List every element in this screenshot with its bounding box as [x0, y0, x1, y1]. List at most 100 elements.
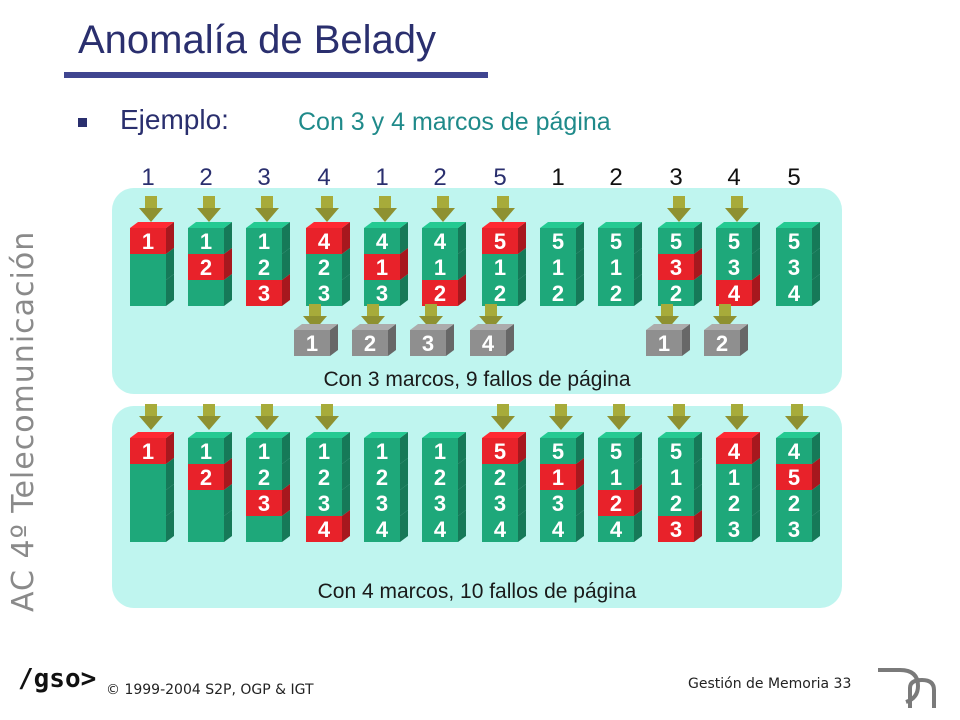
frame-value: 2: [434, 465, 446, 490]
s3-frame: 1: [540, 248, 584, 280]
frame-value: 1: [434, 255, 446, 280]
s3-frame: 4: [776, 274, 820, 306]
s4-frame: [188, 484, 232, 516]
s4-frame: 1: [306, 432, 350, 464]
frame-value: 3: [494, 491, 506, 516]
frame-value: 2: [364, 331, 376, 356]
s3-evicted-page: 3: [410, 324, 454, 356]
frame-value: 2: [376, 465, 388, 490]
s4-frame: 2: [482, 458, 526, 490]
s4-frame: 4: [716, 432, 760, 464]
s3-frame: 3: [716, 248, 760, 280]
s4-frame: 2: [598, 484, 642, 516]
s4-frame: 1: [716, 458, 760, 490]
frame-value: 5: [494, 229, 506, 254]
arrow-down-icon: [725, 196, 749, 222]
frame-value: 5: [494, 439, 506, 464]
frame-value: 3: [258, 281, 270, 306]
s4-frame: [246, 510, 290, 542]
frame-value: 1: [258, 439, 270, 464]
s4-frame: 1: [422, 432, 466, 464]
frame-value: 1: [200, 229, 212, 254]
s4-frame: 4: [776, 432, 820, 464]
frame-value: 2: [728, 491, 740, 516]
s3-frame: [130, 248, 174, 280]
frame-value: 4: [610, 517, 623, 542]
frame-value: 3: [670, 255, 682, 280]
frame-value: 4: [788, 281, 801, 306]
s4-frame: 5: [598, 432, 642, 464]
s4-frame: 4: [598, 510, 642, 542]
s3-frame: 4: [716, 274, 760, 306]
frame-value: 2: [610, 281, 622, 306]
s4-frame: 1: [598, 458, 642, 490]
s4-frame: 2: [422, 458, 466, 490]
caption-4-frames: Con 4 marcos, 10 fallos de página: [317, 580, 637, 603]
reference-item: 1: [375, 164, 389, 191]
s3-frame: 3: [364, 274, 408, 306]
frame-value: 2: [434, 281, 446, 306]
arrow-down-icon: [255, 196, 279, 222]
frame-value: 2: [788, 491, 800, 516]
s4-frame: 2: [306, 458, 350, 490]
frame-value: 5: [670, 229, 682, 254]
arrow-down-icon: [491, 196, 515, 222]
frame-value: 4: [376, 229, 389, 254]
reference-item: 5: [493, 164, 507, 191]
s3-frame: [130, 274, 174, 306]
frame-value: 4: [494, 517, 507, 542]
s4-frame: 4: [482, 510, 526, 542]
s4-frame: 1: [364, 432, 408, 464]
s4-frame: 2: [776, 484, 820, 516]
frame-value: 5: [670, 439, 682, 464]
subtitle-label: Ejemplo:: [120, 104, 229, 135]
s3-frame: 1: [598, 248, 642, 280]
frame-value: 4: [376, 517, 389, 542]
s3-frame: 3: [306, 274, 350, 306]
s4-frame: 3: [422, 484, 466, 516]
frame-value: 2: [258, 465, 270, 490]
s4-frame: 5: [540, 432, 584, 464]
frame-value: 2: [552, 281, 564, 306]
frame-value: 5: [610, 439, 622, 464]
arrow-down-icon: [479, 304, 503, 330]
frame-value: 3: [728, 255, 740, 280]
s4-frame: 1: [246, 432, 290, 464]
slide-title: Anomalía de Belady: [78, 18, 437, 62]
arrow-down-icon: [549, 404, 573, 430]
frame-value: 3: [376, 281, 388, 306]
s3-evicted-page: 1: [646, 324, 690, 356]
frame-value: 4: [788, 439, 801, 464]
s3-frame: 2: [306, 248, 350, 280]
s3-frame: 2: [540, 274, 584, 306]
frame-value: 4: [434, 229, 447, 254]
frame-value: 1: [670, 465, 682, 490]
s3-frame: 5: [776, 222, 820, 254]
frame-value: 2: [494, 281, 506, 306]
frame-value: 1: [306, 331, 318, 356]
s3-frame: 3: [658, 248, 702, 280]
s3-frame: 2: [482, 274, 526, 306]
frame-value: 3: [552, 491, 564, 516]
s4-frame: 3: [306, 484, 350, 516]
reference-item: 3: [669, 164, 683, 191]
frame-value: 5: [788, 229, 800, 254]
bullet-square-icon: [78, 118, 87, 127]
s4-frame: 3: [716, 510, 760, 542]
reference-item: 4: [727, 164, 741, 191]
frame-value: 1: [658, 331, 670, 356]
s4-frame: 3: [540, 484, 584, 516]
title-underline: [64, 72, 488, 78]
arrow-down-icon: [667, 196, 691, 222]
frame-value: 2: [318, 465, 330, 490]
arrow-down-icon: [139, 196, 163, 222]
s4-frame: [130, 484, 174, 516]
frame-value: 4: [728, 439, 741, 464]
s4-frame: 3: [364, 484, 408, 516]
s3-evicted-page: 1: [294, 324, 338, 356]
arrow-down-icon: [139, 404, 163, 430]
arrow-down-icon: [303, 304, 327, 330]
s3-frame: 1: [188, 222, 232, 254]
s3-frame: 5: [598, 222, 642, 254]
s3-frame: 2: [658, 274, 702, 306]
